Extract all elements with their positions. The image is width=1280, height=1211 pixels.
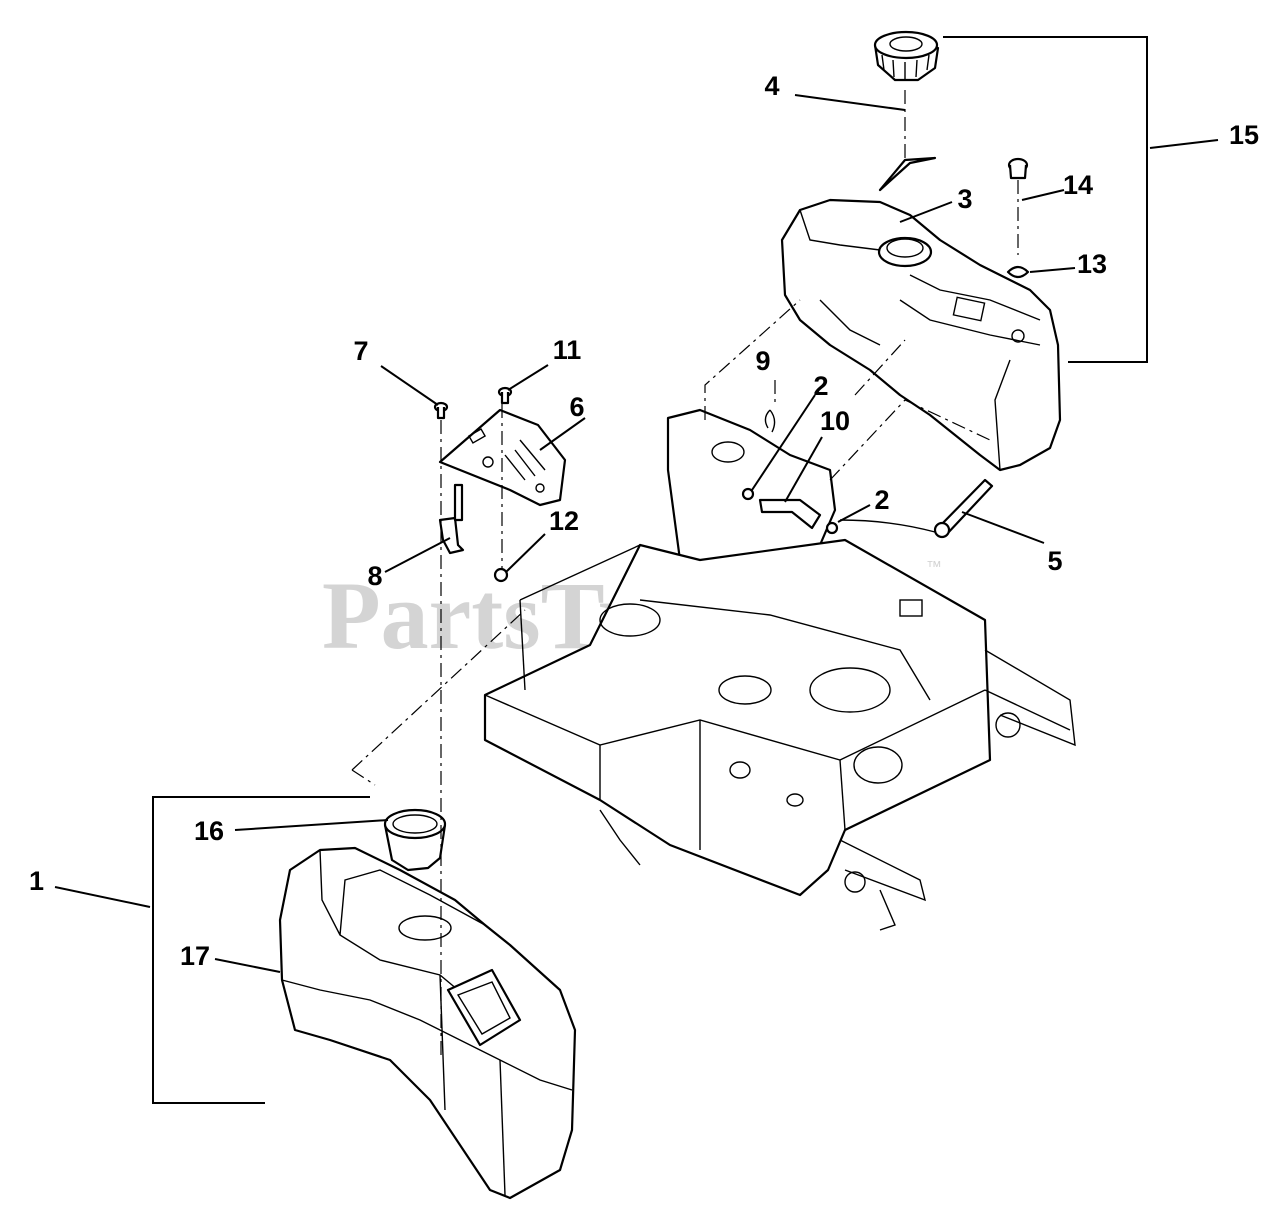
callout-4[interactable]: 4 bbox=[764, 71, 779, 101]
callout-3[interactable]: 3 bbox=[957, 184, 972, 214]
callout-8[interactable]: 8 bbox=[367, 561, 382, 591]
mower-frame bbox=[483, 408, 1076, 931]
callout-17[interactable]: 17 bbox=[180, 941, 210, 971]
latch-bracket-upper bbox=[453, 483, 464, 522]
callout-2[interactable]: 2 bbox=[813, 371, 828, 401]
bracket-1 bbox=[152, 796, 370, 1104]
leader-lines bbox=[54, 94, 1219, 973]
valve-hose bbox=[758, 498, 822, 530]
hairpin-clip bbox=[764, 409, 776, 433]
latch-bracket bbox=[438, 516, 465, 555]
fuel-tank-right bbox=[780, 198, 1062, 472]
callout-11[interactable]: 11 bbox=[553, 335, 582, 365]
nut-upper bbox=[741, 487, 755, 501]
nut-12 bbox=[493, 567, 509, 583]
callout-10[interactable]: 10 bbox=[820, 406, 850, 436]
callout-13[interactable]: 13 bbox=[1077, 249, 1107, 279]
callout-12[interactable]: 12 bbox=[549, 506, 579, 536]
fuel-cap bbox=[873, 30, 940, 82]
bracket-15 bbox=[943, 36, 1148, 363]
cap-tether bbox=[878, 156, 937, 192]
fuel-tank-left bbox=[278, 846, 577, 1200]
vent-valve bbox=[1007, 157, 1029, 180]
mounting-plate bbox=[438, 408, 567, 507]
callout-5[interactable]: 5 bbox=[1047, 546, 1062, 576]
callout-9[interactable]: 9 bbox=[755, 346, 770, 376]
nut-lower bbox=[825, 521, 839, 535]
callout-1[interactable]: 1 bbox=[29, 866, 44, 896]
callout-16[interactable]: 16 bbox=[194, 816, 224, 846]
callout-6[interactable]: 6 bbox=[569, 392, 584, 422]
assembly-lines bbox=[351, 90, 1019, 1060]
callout-2[interactable]: 2 bbox=[874, 485, 889, 515]
hose-clamp bbox=[1006, 265, 1030, 279]
callout-14[interactable]: 14 bbox=[1063, 170, 1093, 200]
callout-7[interactable]: 7 bbox=[353, 336, 368, 366]
fuel-line-end bbox=[933, 521, 951, 539]
fuel-line bbox=[839, 519, 936, 533]
fuel-neck bbox=[383, 808, 447, 872]
watermark-trademark: ™ bbox=[926, 559, 942, 576]
callout-15[interactable]: 15 bbox=[1229, 120, 1259, 150]
